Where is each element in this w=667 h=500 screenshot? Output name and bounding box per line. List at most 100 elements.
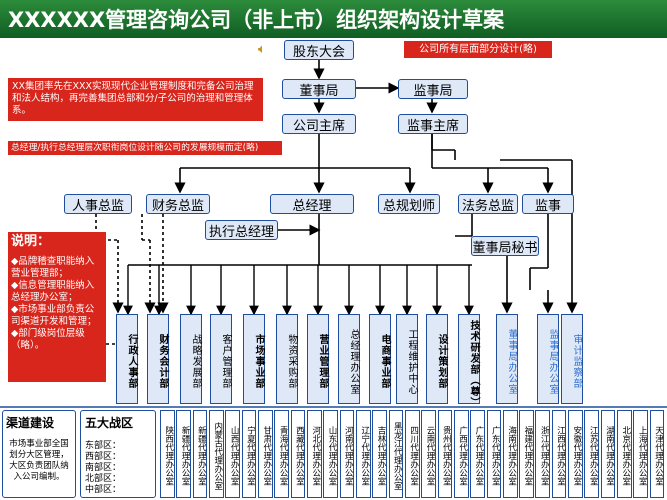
office-box[interactable]: 山东代理办公室 bbox=[323, 410, 338, 498]
office-box[interactable]: 天津代理办公室 bbox=[649, 410, 665, 498]
explain-item: ◆市场事业部负责公司渠道开发和管理； bbox=[11, 304, 97, 327]
office-box[interactable]: 河北代理办公室 bbox=[306, 410, 322, 498]
explain-panel: 说明： ◆品牌稽查职能纳入营业管理部； ◆信息管理职能纳入总经理办公室； ◆市场… bbox=[8, 232, 106, 382]
page-title: XXXXXX管理咨询公司（非上市）组织架构设计草案 bbox=[8, 8, 505, 32]
speaker-icon: 🔈︎ bbox=[258, 42, 266, 57]
legal-director-box[interactable]: 法务总监 bbox=[458, 194, 518, 214]
dept-box[interactable]: 监事局办公室 bbox=[537, 314, 559, 404]
office-box[interactable]: 河南代理办公室 bbox=[339, 410, 355, 498]
region-item: 北部区： bbox=[85, 474, 122, 484]
office-box[interactable]: 海南代理办公室 bbox=[502, 410, 518, 498]
region-item: 西部区： bbox=[85, 452, 122, 462]
dept-box[interactable]: 审计监察部 bbox=[561, 314, 583, 404]
office-label: 四川代理办公室 bbox=[408, 425, 419, 486]
dept-label: 总经理办公室 bbox=[348, 328, 359, 395]
office-label: 海南代理办公室 bbox=[506, 425, 517, 486]
office-label: 辽宁代理办公室 bbox=[359, 425, 370, 486]
dept-box[interactable]: 董事局办公室 bbox=[496, 314, 518, 404]
dept-box[interactable]: 总经理办公室 bbox=[338, 314, 360, 404]
dept-label: 战略发展部 bbox=[190, 334, 201, 389]
office-box[interactable]: 新疆代理办公室 bbox=[192, 410, 208, 498]
channel-panel: 渠道建设 市场事业部全国划分大区管理，大区负责团队纳入公司编制。 bbox=[2, 410, 76, 498]
office-box[interactable]: 江苏代理办公室 bbox=[584, 410, 600, 498]
office-box[interactable]: 青海代理办公室 bbox=[274, 410, 290, 498]
office-box[interactable]: 陕西代理办公室 bbox=[160, 410, 175, 498]
dept-label: 设计策划部 bbox=[436, 334, 447, 389]
office-box[interactable]: 新疆代理办公室 bbox=[176, 410, 192, 498]
gm-box[interactable]: 总经理 bbox=[270, 194, 354, 214]
office-box[interactable]: 福建代理办公室 bbox=[519, 410, 534, 498]
manager-note-text: 总经理/执行总经理层次职衔岗位设计随公司的发展规模而定(略) bbox=[11, 143, 259, 153]
office-box[interactable]: 甘肃代理办公室 bbox=[257, 410, 273, 498]
office-box[interactable]: 西藏代理办公室 bbox=[290, 410, 306, 498]
supervisory-box[interactable]: 监事局 bbox=[398, 79, 468, 99]
office-box[interactable]: 湖南代理办公室 bbox=[600, 410, 616, 498]
office-box[interactable]: 广西代理办公室 bbox=[453, 410, 469, 498]
fin-director-box[interactable]: 财务总监 bbox=[146, 194, 210, 214]
office-box[interactable]: 云南代理办公室 bbox=[421, 410, 436, 498]
dept-box[interactable]: 财务会计部 bbox=[147, 314, 169, 404]
board-label: 董事局 bbox=[299, 83, 339, 99]
office-box[interactable]: 广东代理办公室 bbox=[486, 410, 502, 498]
office-label: 广西代理办公室 bbox=[457, 425, 468, 486]
office-box[interactable]: 内蒙古代理办公室 bbox=[209, 410, 224, 498]
office-label: 江苏代理办公室 bbox=[588, 425, 599, 486]
dept-box[interactable]: 营业管理部 bbox=[307, 314, 329, 404]
office-box[interactable]: 黑龙江代理办公室 bbox=[388, 410, 404, 498]
hr-director-label: 人事总监 bbox=[71, 198, 124, 214]
company-intro-note: XX集团率先在XXX实现现代企业管理制度和完备公司治理和法人结构，再完善集团总部… bbox=[8, 78, 263, 121]
office-box[interactable]: 江西代理办公室 bbox=[551, 410, 567, 498]
dept-box[interactable]: 战略发展部 bbox=[180, 314, 202, 404]
exec-gm-box[interactable]: 执行总经理 bbox=[205, 220, 278, 240]
office-box[interactable]: 浙江代理办公室 bbox=[535, 410, 551, 498]
sup-chairman-box[interactable]: 监事主席 bbox=[398, 114, 468, 134]
office-label: 湖南代理办公室 bbox=[604, 425, 615, 486]
dept-label: 董事局办公室 bbox=[506, 328, 517, 395]
office-box[interactable]: 北京代理办公室 bbox=[617, 410, 632, 498]
board-secretary-box[interactable]: 董事局秘书 bbox=[471, 236, 539, 256]
dept-box[interactable]: 电商事业部 bbox=[369, 314, 391, 404]
explain-title: 说明： bbox=[11, 234, 51, 249]
office-box[interactable]: 广东代理办公室 bbox=[470, 410, 485, 498]
manager-note: 总经理/执行总经理层次职衔岗位设计随公司的发展规模而定(略) bbox=[8, 141, 282, 155]
dept-box[interactable]: 物资采购部 bbox=[276, 314, 298, 404]
title-bar: XXXXXX管理咨询公司（非上市）组织架构设计草案 bbox=[0, 0, 667, 38]
dept-box[interactable]: 工程维护中心 bbox=[396, 314, 418, 404]
dept-box[interactable]: 客户管理部 bbox=[210, 314, 232, 404]
office-label: 宁夏代理办公室 bbox=[245, 425, 256, 486]
supervisor-box[interactable]: 监事 bbox=[522, 194, 574, 214]
office-box[interactable]: 四川代理办公室 bbox=[404, 410, 420, 498]
office-box[interactable]: 吉林代理办公室 bbox=[372, 410, 387, 498]
dept-label: 电商事业部 bbox=[379, 334, 390, 389]
office-box[interactable]: 山西代理办公室 bbox=[225, 410, 241, 498]
office-label: 安徽代理办公室 bbox=[571, 425, 582, 486]
shareholders-box[interactable]: 股东大会 bbox=[284, 40, 354, 60]
hr-director-box[interactable]: 人事总监 bbox=[64, 194, 132, 214]
board-secretary-label: 董事局秘书 bbox=[472, 240, 538, 256]
shareholders-label: 股东大会 bbox=[292, 44, 345, 60]
explain-item: ◆品牌稽查职能纳入营业管理部； bbox=[11, 256, 95, 279]
company-scope-note: 公司所有层面部分设计(略) bbox=[404, 41, 552, 58]
office-box[interactable]: 宁夏代理办公室 bbox=[241, 410, 257, 498]
office-box[interactable]: 上海代理办公室 bbox=[633, 410, 649, 498]
region-item: 南部区： bbox=[85, 463, 122, 473]
chairman-box[interactable]: 公司主席 bbox=[282, 114, 356, 134]
office-label: 河南代理办公室 bbox=[343, 425, 354, 486]
dept-label: 营业管理部 bbox=[317, 334, 328, 389]
dept-box[interactable]: 市场事业部 bbox=[243, 314, 265, 404]
dept-box[interactable]: 行政人事部 bbox=[116, 314, 138, 404]
office-label: 黑龙江代理办公室 bbox=[392, 421, 403, 490]
dept-label: 财务会计部 bbox=[157, 334, 168, 389]
board-box[interactable]: 董事局 bbox=[282, 79, 356, 99]
office-box[interactable]: 安徽代理办公室 bbox=[568, 410, 583, 498]
sup-chairman-label: 监事主席 bbox=[406, 118, 459, 134]
planner-box[interactable]: 总规划师 bbox=[378, 194, 440, 214]
company-intro-text: XX集团率先在XXX实现现代企业管理制度和完备公司治理和法人结构，再完善集团总部… bbox=[12, 81, 254, 116]
dept-box[interactable]: 技术研发部（尊） bbox=[458, 314, 480, 408]
office-label: 青海代理办公室 bbox=[278, 425, 289, 486]
office-box[interactable]: 贵州代理办公室 bbox=[437, 410, 453, 498]
planner-label: 总规划师 bbox=[382, 198, 435, 214]
office-box[interactable]: 辽宁代理办公室 bbox=[355, 410, 371, 498]
dept-box[interactable]: 设计策划部 bbox=[426, 314, 448, 404]
